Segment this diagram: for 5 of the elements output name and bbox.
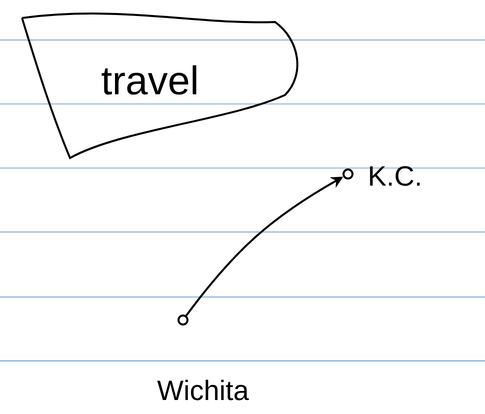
place-label: K.C.: [370, 166, 420, 186]
banner: travel: [21, 12, 298, 159]
place-label: Wichita: [157, 380, 249, 400]
dot: [178, 314, 188, 326]
dot: [342, 168, 354, 180]
